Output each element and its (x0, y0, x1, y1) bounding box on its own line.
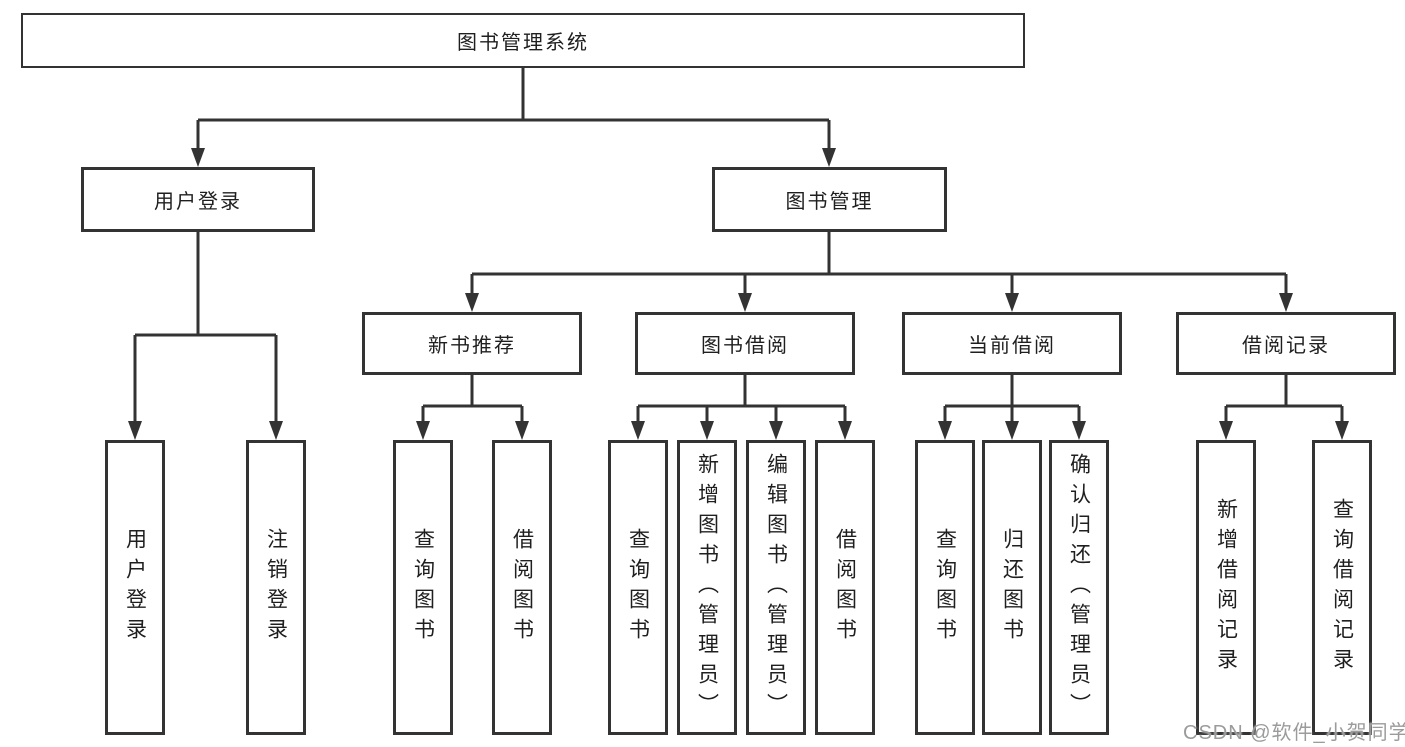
node-book-borrowing: 图书借阅 (635, 312, 855, 375)
leaf-logout: 注销登录 (246, 440, 306, 735)
node-label: 查询图书 (626, 527, 650, 648)
node-label: 用户登录 (154, 191, 242, 213)
node-label: 新增图书（管理员） (695, 452, 719, 723)
leaf-query-books-2: 查询图书 (608, 440, 668, 735)
node-new-book-recommendation: 新书推荐 (362, 312, 582, 375)
leaf-confirm-return-admin: 确认归还（管理员） (1049, 440, 1109, 735)
leaf-borrow-books-2: 借阅图书 (815, 440, 875, 735)
leaf-add-books-admin: 新增图书（管理员） (677, 440, 737, 735)
node-label: 新增借阅记录 (1214, 497, 1238, 678)
node-label: 借阅图书 (510, 527, 534, 648)
arrowheads (128, 148, 1349, 440)
csdn-watermark: CSDN @软件_小贺同学 (1183, 722, 1405, 744)
node-label: 归还图书 (1000, 527, 1024, 648)
node-label: 查询图书 (411, 527, 435, 648)
leaf-return-books: 归还图书 (982, 440, 1042, 735)
leaf-add-borrow-record: 新增借阅记录 (1196, 440, 1256, 735)
leaf-query-books-1: 查询图书 (393, 440, 453, 735)
node-borrowing-records: 借阅记录 (1176, 312, 1396, 375)
node-label: 注销登录 (264, 527, 288, 648)
node-label: 图书管理 (785, 191, 874, 213)
node-label: 查询图书 (933, 527, 957, 648)
leaf-edit-books-admin: 编辑图书（管理员） (746, 440, 806, 735)
leaf-query-borrow-record: 查询借阅记录 (1312, 440, 1372, 735)
node-label: 图书借阅 (701, 335, 789, 357)
node-label: 当前借阅 (968, 335, 1056, 357)
leaf-query-books-3: 查询图书 (915, 440, 975, 735)
node-library-management-system: 图书管理系统 (21, 13, 1025, 68)
node-label: 查询借阅记录 (1330, 497, 1354, 678)
node-label: 新书推荐 (428, 335, 516, 357)
leaf-borrow-books-1: 借阅图书 (492, 440, 552, 735)
node-label: 借阅图书 (833, 527, 857, 648)
node-label: 图书管理系统 (457, 32, 589, 54)
node-user-login: 用户登录 (81, 167, 315, 232)
node-current-borrowing: 当前借阅 (902, 312, 1122, 375)
node-label: 确认归还（管理员） (1067, 452, 1091, 723)
node-label: 编辑图书（管理员） (764, 452, 788, 723)
node-book-management: 图书管理 (712, 167, 947, 232)
leaf-user-login: 用户登录 (105, 440, 165, 735)
node-label: 借阅记录 (1242, 335, 1330, 357)
node-label: 用户登录 (123, 527, 147, 648)
